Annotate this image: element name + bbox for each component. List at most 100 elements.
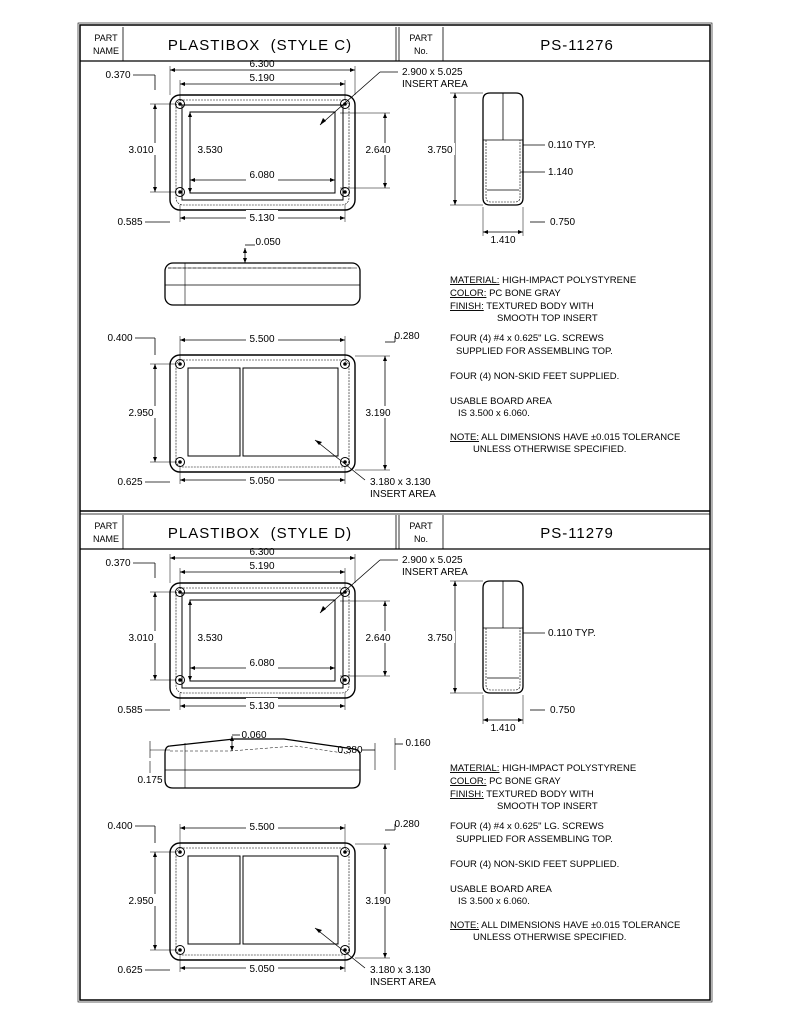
sheet-border: [79, 24, 711, 1001]
dim-label: 5.130: [249, 701, 274, 712]
insert-area-label: 3.180 x 3.130: [370, 477, 431, 488]
spec-notes: MATERIAL: HIGH-IMPACT POLYSTYRENE COLOR: …: [450, 275, 680, 455]
dim-label: 3.530: [197, 633, 222, 644]
spec-note-text: FOUR (4) NON-SKID FEET SUPPLIED.: [450, 859, 619, 870]
part-name-label: NAME: [93, 46, 119, 56]
dim-label: 2.640: [365, 145, 390, 156]
dim-label: 6.080: [249, 170, 274, 181]
spec-note-label: MATERIAL:: [450, 763, 499, 774]
spec-note-label: MATERIAL:: [450, 275, 499, 286]
dim-label: 1.410: [490, 235, 515, 246]
dim-label: 0.625: [117, 477, 142, 488]
dim-label: 0.175: [137, 775, 162, 786]
insert-area-label: 3.180 x 3.130: [370, 965, 431, 976]
dim-label: 0.370: [105, 558, 130, 569]
spec-note-text: SMOOTH TOP INSERT: [497, 801, 598, 812]
spec-note: FINISH: TEXTURED BODY WITH: [450, 789, 594, 800]
part-no-label: No.: [414, 46, 428, 56]
spec-note: MATERIAL: HIGH-IMPACT POLYSTYRENE: [450, 275, 636, 286]
spec-note: MATERIAL: HIGH-IMPACT POLYSTYRENE: [450, 763, 636, 774]
dim-label: 0.750: [550, 705, 575, 716]
bottom-view: 0.400 5.500 0.280 2.950 3.190 0.625 5.050 3.180…: [107, 819, 436, 988]
insert-area-label: INSERT AREA: [370, 489, 436, 500]
spec-note-label: NOTE:: [450, 432, 479, 443]
spec-notes: MATERIAL: HIGH-IMPACT POLYSTYRENE COLOR: …: [450, 763, 680, 943]
dim-label: 3.010: [128, 145, 153, 156]
part-name-label: PART: [94, 33, 118, 43]
dim-label: 3.190: [365, 408, 390, 419]
dim-label: 5.050: [249, 964, 274, 975]
dim-label: 0.625: [117, 965, 142, 976]
spec-note-label: FINISH:: [450, 789, 484, 800]
dim-label: 6.300: [249, 547, 274, 558]
spec-note-label: NOTE:: [450, 920, 479, 931]
dim-label: 2.950: [128, 408, 153, 419]
dim-label: 0.050: [255, 237, 280, 248]
spec-note-text: USABLE BOARD AREA: [450, 396, 553, 407]
spec-note-text: TEXTURED BODY WITH: [484, 301, 594, 312]
dim-label: 3.010: [128, 633, 153, 644]
spec-note-text: SMOOTH TOP INSERT: [497, 313, 598, 324]
dim-label: 5.500: [249, 822, 274, 833]
insert-area-label: 2.900 x 5.025: [402, 67, 463, 78]
dim-label: 5.130: [249, 213, 274, 224]
dim-label: 3.750: [427, 633, 452, 644]
dim-label: 0.110 TYP.: [548, 628, 596, 639]
part-name: PLASTIBOX (STYLE C): [168, 37, 352, 54]
part-no-label: PART: [409, 521, 433, 531]
spec-note-text: SUPPLIED FOR ASSEMBLING TOP.: [456, 834, 613, 845]
dim-label: 1.140: [548, 167, 573, 178]
dim-label: 0.380: [337, 745, 362, 756]
spec-note-text: UNLESS OTHERWISE SPECIFIED.: [473, 932, 626, 943]
part-number: PS-11279: [540, 525, 614, 542]
spec-note: COLOR: PC BONE GRAY: [450, 776, 561, 787]
dim-label: 2.640: [365, 633, 390, 644]
part-no-label: No.: [414, 534, 428, 544]
dim-label: 0.400: [107, 333, 132, 344]
part-number: PS-11276: [540, 37, 614, 54]
spec-note-text: FOUR (4) #4 x 0.625" LG. SCREWS: [450, 333, 604, 344]
spec-note-text: UNLESS OTHERWISE SPECIFIED.: [473, 444, 626, 455]
dim-label: 0.400: [107, 821, 132, 832]
dim-label: 3.530: [197, 145, 222, 156]
spec-note-text: IS 3.500 x 6.060.: [458, 408, 530, 419]
dim-label: 0.750: [550, 217, 575, 228]
dim-label: 0.060: [241, 730, 266, 741]
dim-label: 0.370: [105, 70, 130, 81]
dim-label: 5.050: [249, 476, 274, 487]
spec-note-text: PC BONE GRAY: [486, 288, 561, 299]
dim-label: 3.190: [365, 896, 390, 907]
spec-note-label: COLOR:: [450, 776, 486, 787]
dim-label: 0.110 TYP.: [548, 140, 596, 151]
part-name: PLASTIBOX (STYLE D): [168, 525, 352, 542]
spec-note: NOTE: ALL DIMENSIONS HAVE ±0.015 TOLERAN…: [450, 432, 680, 443]
dim-label: 5.500: [249, 334, 274, 345]
part-name-label: NAME: [93, 534, 119, 544]
dim-label: 6.300: [249, 59, 274, 70]
spec-note: COLOR: PC BONE GRAY: [450, 288, 561, 299]
spec-note: NOTE: ALL DIMENSIONS HAVE ±0.015 TOLERAN…: [450, 920, 680, 931]
spec-note-text: HIGH-IMPACT POLYSTYRENE: [499, 763, 636, 774]
dim-label: 5.190: [249, 561, 274, 572]
front-view: 0.050: [164, 237, 361, 306]
spec-note-text: TEXTURED BODY WITH: [484, 789, 594, 800]
spec-note-text: HIGH-IMPACT POLYSTYRENE: [499, 275, 636, 286]
spec-note-label: FINISH:: [450, 301, 484, 312]
spec-note-text: USABLE BOARD AREA: [450, 884, 553, 895]
dim-label: 2.950: [128, 896, 153, 907]
insert-area-label: INSERT AREA: [402, 79, 468, 90]
spec-note-label: COLOR:: [450, 288, 486, 299]
dim-label: 0.280: [394, 819, 419, 830]
insert-area-label: INSERT AREA: [402, 567, 468, 578]
spec-note: FINISH: TEXTURED BODY WITH: [450, 301, 594, 312]
dim-label: 5.190: [249, 73, 274, 84]
